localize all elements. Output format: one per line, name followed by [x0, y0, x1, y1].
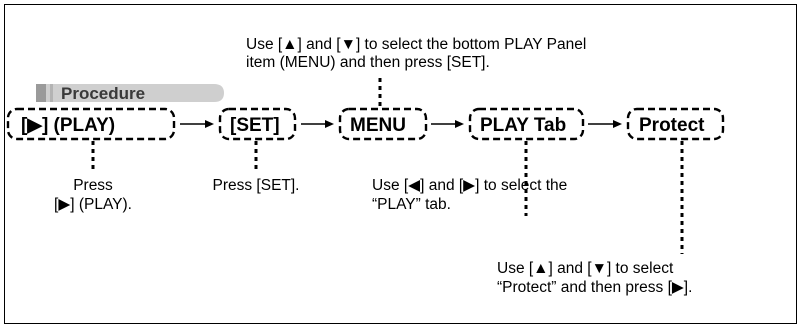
- procedure-tab: Procedure: [36, 84, 224, 103]
- note-tab-line1: Use [◀] and [▶] to select the: [372, 177, 567, 194]
- step-label-play-tab: PLAY Tab: [480, 115, 566, 136]
- step-box-protect: [626, 107, 725, 141]
- procedure-label: Procedure: [61, 84, 145, 103]
- step-label-play: [▶] (PLAY): [21, 115, 115, 136]
- note-protect: Use [▲] and [▼] to select “Protect” and …: [497, 260, 692, 296]
- note-play-line1: Press: [73, 177, 113, 194]
- note-top: Use [▲] and [▼] to select the bottom PLA…: [246, 36, 586, 71]
- step-label-protect: Protect: [639, 115, 705, 136]
- arrow-icon: [431, 120, 464, 128]
- note-play: Press [▶] (PLAY).: [54, 177, 132, 213]
- note-tab-line2: “PLAY” tab.: [372, 196, 451, 213]
- step-label-set: [SET]: [230, 115, 280, 136]
- arrow-icon: [588, 120, 622, 128]
- note-top-line1: Use [▲] and [▼] to select the bottom PLA…: [246, 36, 586, 53]
- arrow-icon: [180, 120, 214, 128]
- step-box-menu: [338, 107, 428, 141]
- step-box-play-tab: [468, 107, 585, 141]
- step-box-play: [6, 107, 176, 141]
- note-set: Press [SET].: [213, 177, 300, 194]
- note-protect-line1: Use [▲] and [▼] to select: [497, 260, 674, 277]
- note-set-line1: Press [SET].: [213, 177, 300, 194]
- arrow-icon: [301, 120, 334, 128]
- diagram-frame: [4, 4, 797, 324]
- note-play-tab: Use [◀] and [▶] to select the “PLAY” tab…: [372, 177, 567, 213]
- step-label-menu: MENU: [350, 115, 406, 136]
- note-top-line2: item (MENU) and then press [SET].: [246, 54, 490, 71]
- step-box-set: [218, 107, 297, 141]
- note-play-line2: [▶] (PLAY).: [54, 196, 132, 213]
- note-protect-line2: “Protect” and then press [▶].: [497, 279, 692, 296]
